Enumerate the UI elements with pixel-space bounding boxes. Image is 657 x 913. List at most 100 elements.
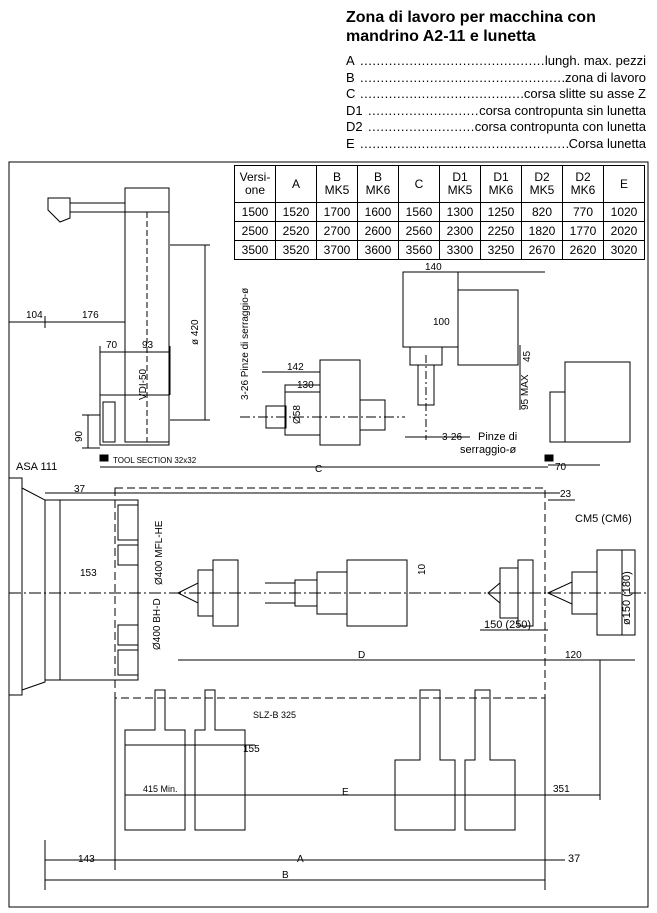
label-slz: SLZ-B 325 (253, 710, 296, 720)
table-cell: 1300 (439, 202, 481, 222)
legend-row: Alungh. max. pezzi (346, 53, 646, 70)
table-cell: 2020 (603, 221, 645, 241)
label-130: 130 (297, 380, 314, 391)
table-header: C (398, 165, 440, 203)
table-cell: 3520 (275, 240, 317, 260)
label-415: 415 Min. (143, 784, 178, 794)
label-37-top: 37 (74, 484, 86, 495)
label-a: A (297, 854, 304, 865)
legend-key: E (346, 135, 355, 151)
table-cell: 3600 (357, 240, 399, 260)
table-cell: 2620 (562, 240, 604, 260)
table-cell: 770 (562, 202, 604, 222)
legend-key: D2 (346, 119, 363, 134)
label-142: 142 (287, 362, 304, 373)
steady-rest-2 (194, 689, 246, 831)
legend: Alungh. max. pezzi Bzona di lavoro Ccors… (346, 53, 646, 152)
tool-tip (47, 197, 71, 223)
label-140: 140 (425, 262, 442, 273)
chuck-body (59, 499, 139, 681)
legend-row: D1 corsa contropunta sin lunetta (346, 103, 646, 120)
label-tool-section: TOOL SECTION 32x32 (113, 456, 197, 465)
table-cell: 1520 (275, 202, 317, 222)
label-45: 45 (522, 350, 533, 362)
title-line-1: Zona di lavoro per macchina con (346, 9, 596, 26)
table-cell: 1560 (398, 202, 440, 222)
tailstock-quill (596, 549, 636, 636)
legend-row: Ccorsa slitte su asse Z (346, 86, 646, 103)
table-cell: 1700 (316, 202, 358, 222)
table-cell: 1020 (603, 202, 645, 222)
legend-value: corsa contropunta con lunetta (474, 119, 646, 134)
label-c: C (315, 464, 322, 475)
label-pinze-right-1: 3-26 (442, 432, 462, 443)
table-cell: 3500 (234, 240, 276, 260)
label-155: 155 (243, 744, 260, 755)
boring-bar (69, 202, 125, 213)
legend-key: C (346, 86, 356, 101)
table-header: A (275, 165, 317, 203)
legend-key: A (346, 53, 355, 68)
label-150-180: ø150 (180) (621, 571, 633, 625)
table-cell: 1770 (562, 221, 604, 241)
label-400-bhd: Ø400 BH-D (152, 598, 163, 650)
label-153: 153 (80, 568, 97, 579)
table-cell: 3300 (439, 240, 481, 260)
table-cell: 2670 (521, 240, 563, 260)
label-104: 104 (26, 310, 43, 321)
table-cell: 1820 (521, 221, 563, 241)
table-cell: 2700 (316, 221, 358, 241)
label-120: 120 (565, 650, 582, 661)
table-row: 2500 2520 2700 2600 2560 2300 2250 1820 … (234, 221, 645, 241)
table-cell: 2520 (275, 221, 317, 241)
legend-key: D1 (346, 102, 363, 118)
title-line-2: mandrino A2-11 e lunetta (346, 28, 536, 45)
table-cell: 1500 (234, 202, 276, 222)
steady-rest-4 (464, 689, 516, 831)
legend-value: zona di lavoro (565, 69, 646, 85)
table-cell: 3020 (603, 240, 645, 260)
label-d: D (358, 650, 365, 661)
label-asa: ASA 111 (16, 461, 57, 473)
turret-head (124, 187, 170, 213)
label-93: 93 (142, 340, 154, 351)
legend-value: Corsa lunetta (568, 135, 646, 151)
table-row: 1500 1520 1700 1600 1560 1300 1250 820 7… (234, 202, 645, 222)
label-420: ø 420 (190, 319, 201, 345)
label-e: E (342, 787, 349, 798)
label-vdi: VDI-50 (138, 368, 149, 400)
label-cm5: CM5 (CM6) (575, 513, 632, 525)
label-70-top: 70 (106, 340, 118, 351)
label-37-bottom: 37 (568, 853, 580, 865)
label-23: 23 (560, 489, 572, 500)
legend-row: Bzona di lavoro (346, 70, 646, 87)
spindle-nose (9, 477, 23, 696)
table-cell: 820 (521, 202, 563, 222)
table-cell: 2500 (234, 221, 276, 241)
table-cell: 2600 (357, 221, 399, 241)
driven-tool-body (319, 359, 361, 446)
document-title: Zona di lavoro per macchina con mandrino… (346, 8, 646, 46)
label-176: 176 (82, 310, 99, 321)
label-pinze-right-3: serraggio-ø (460, 444, 517, 456)
table-row: 3500 3520 3700 3600 3560 3300 3250 2670 … (234, 240, 645, 260)
tool-section-marker (99, 454, 109, 462)
legend-value: lungh. max. pezzi (544, 53, 646, 68)
turret-body (124, 211, 170, 443)
legend-value: corsa contropunta sin lunetta (479, 102, 646, 118)
legend-row: E Corsa lunetta (346, 136, 646, 153)
legend-value: corsa slitte su asse Z (523, 86, 646, 101)
tool-block (99, 394, 170, 446)
label-pinze-left: 3-26 Pinze di serraggio-ø (240, 288, 251, 400)
label-10: 10 (417, 563, 428, 575)
steady-rest-3 (394, 689, 456, 831)
axial-tool-holder (402, 271, 459, 348)
work-envelope (114, 487, 546, 699)
label-pinze-right-2: Pinze di (478, 431, 517, 443)
